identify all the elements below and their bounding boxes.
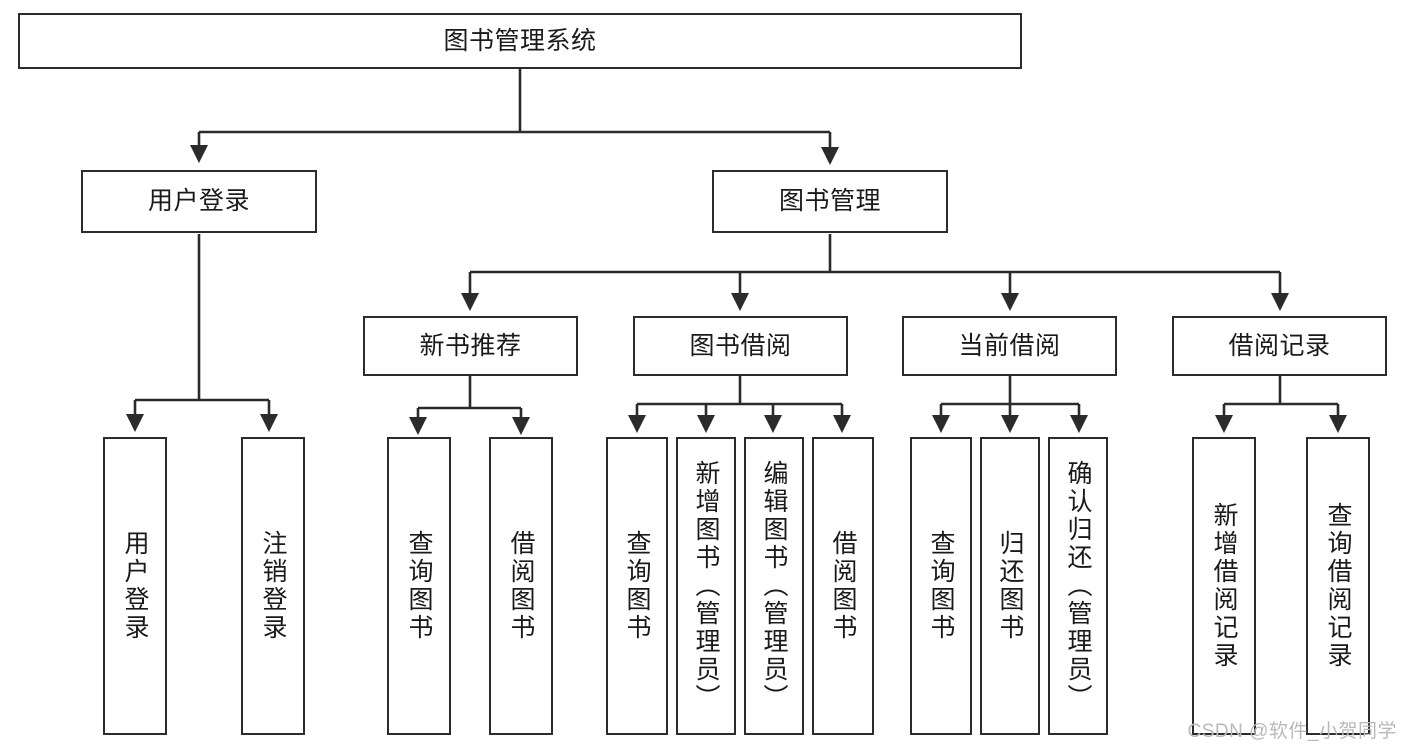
node-label: 注销登录	[259, 530, 287, 642]
node-label: 借阅图书	[507, 530, 535, 642]
node-leaf-return-book[interactable]: 归还图书	[980, 437, 1040, 735]
watermark-text: CSDN @软件_小贺同学	[1187, 721, 1397, 742]
node-label: 查询图书	[927, 530, 955, 642]
node-label: 当前借阅	[958, 331, 1061, 360]
node-book-manage[interactable]: 图书管理	[712, 170, 948, 233]
node-leaf-query-book-1[interactable]: 查询图书	[387, 437, 451, 735]
node-current-borrow[interactable]: 当前借阅	[902, 316, 1117, 376]
node-book-borrow[interactable]: 图书借阅	[633, 316, 848, 376]
node-label: 查询图书	[623, 530, 651, 642]
node-leaf-user-logout[interactable]: 注销登录	[241, 437, 305, 735]
node-label: 新增图书（管理员）	[692, 460, 720, 712]
node-label: 用户登录	[147, 187, 250, 216]
node-label: 借阅记录	[1228, 331, 1331, 360]
node-user-login[interactable]: 用户登录	[81, 170, 317, 233]
node-label: 查询图书	[405, 530, 433, 642]
node-leaf-borrow-book-2[interactable]: 借阅图书	[812, 437, 874, 735]
node-label: 查询借阅记录	[1324, 502, 1352, 670]
node-root-system[interactable]: 图书管理系统	[18, 13, 1022, 69]
node-leaf-edit-book[interactable]: 编辑图书（管理员）	[744, 437, 804, 735]
node-leaf-add-book[interactable]: 新增图书（管理员）	[676, 437, 736, 735]
node-leaf-user-login[interactable]: 用户登录	[103, 437, 167, 735]
node-new-book-recommend[interactable]: 新书推荐	[363, 316, 578, 376]
node-label: 用户登录	[121, 530, 149, 642]
node-label: 新增借阅记录	[1210, 502, 1238, 670]
node-label: 归还图书	[996, 530, 1024, 642]
node-label: 图书管理系统	[443, 26, 597, 55]
node-label: 图书借阅	[689, 331, 792, 360]
node-label: 图书管理	[778, 187, 881, 216]
node-leaf-query-book-2[interactable]: 查询图书	[606, 437, 668, 735]
node-label: 新书推荐	[419, 331, 522, 360]
node-label: 借阅图书	[829, 530, 857, 642]
node-leaf-query-book-3[interactable]: 查询图书	[910, 437, 972, 735]
node-leaf-confirm-return[interactable]: 确认归还（管理员）	[1048, 437, 1108, 735]
node-borrow-record[interactable]: 借阅记录	[1172, 316, 1387, 376]
node-leaf-add-record[interactable]: 新增借阅记录	[1192, 437, 1256, 735]
node-label: 确认归还（管理员）	[1064, 460, 1092, 712]
node-label: 编辑图书（管理员）	[760, 460, 788, 712]
node-leaf-borrow-book-1[interactable]: 借阅图书	[489, 437, 553, 735]
node-leaf-query-record[interactable]: 查询借阅记录	[1306, 437, 1370, 735]
